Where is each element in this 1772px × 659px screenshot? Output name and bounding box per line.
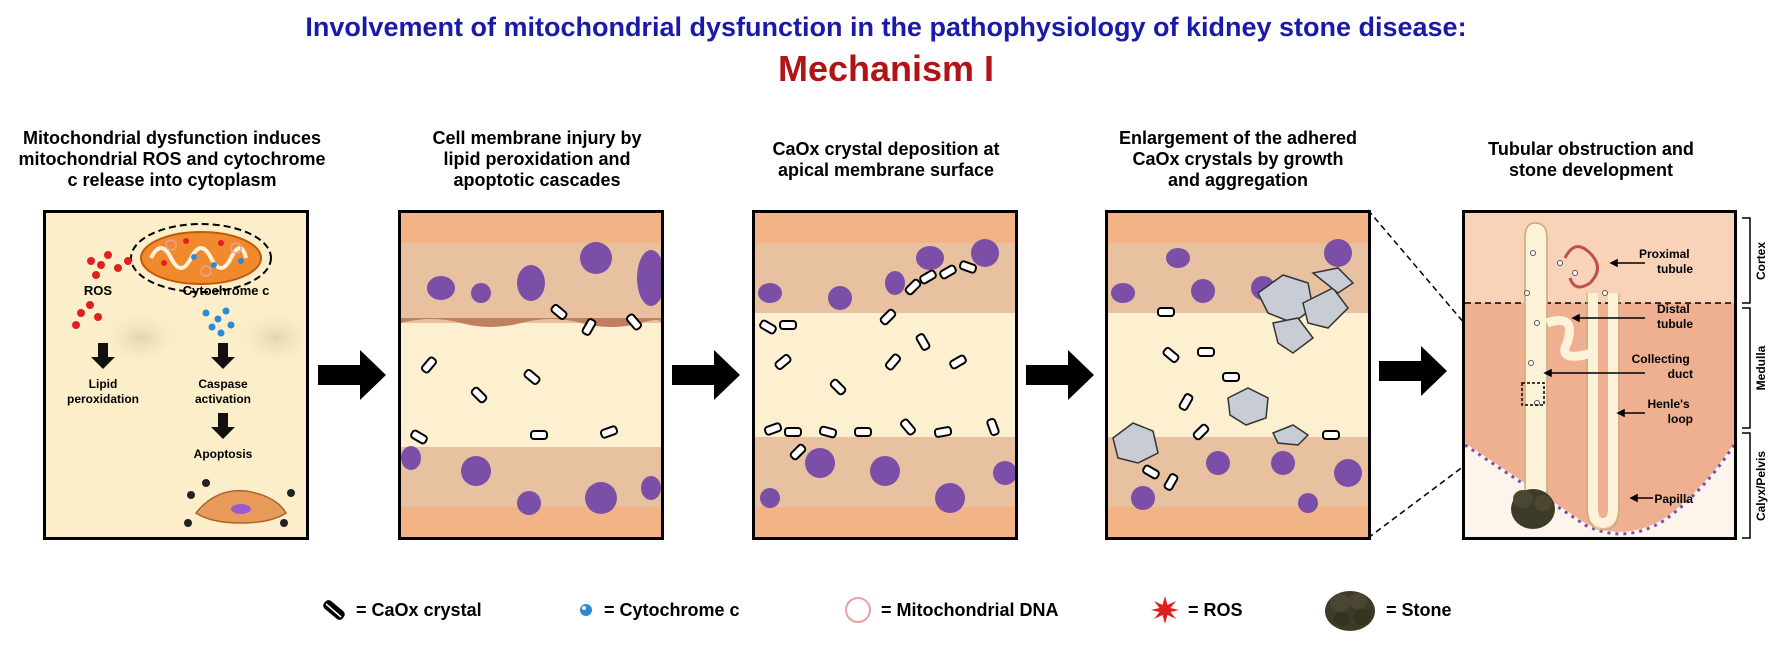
step-2-line-1: Cell membrane injury by (432, 128, 642, 148)
main-subtitle: Mechanism I (777, 48, 995, 89)
step-title-4: Enlargement of the adhered CaOx crystals… (1068, 128, 1408, 191)
diffusion-glow-right (236, 310, 306, 366)
cortex-region (1465, 213, 1734, 303)
papilla-edge (1465, 443, 1734, 536)
henle-loop (1588, 293, 1618, 529)
region-brackets: Cortex Medulla Calyx/Pelvis (1742, 217, 1768, 539)
cytochrome-label: Cytochrome c (183, 283, 270, 298)
legend-item-cytochrome: = Cytochrome c (576, 590, 740, 630)
legend: = CaOx crystal = Cytochrome c = Mitochon… (0, 590, 1772, 631)
step-2-line-2: lipid peroxidation and (443, 149, 631, 169)
step-title-1: Mitochondrial dysfunction induces mitoch… (7, 128, 337, 191)
distal-line-2: tubule (1657, 317, 1693, 331)
step-4-line-2: CaOx crystals by growth (1132, 149, 1344, 169)
step-4-line-3: and aggregation (1167, 170, 1308, 190)
collecting-line-1: Collecting (1632, 352, 1690, 366)
crystal-group (410, 304, 642, 445)
caspase-line-1: Caspase (198, 377, 248, 391)
zoom-box (1521, 382, 1545, 406)
caspase-line-2: activation (195, 392, 251, 406)
main-title: Involvement of mitochondrial dysfunction… (305, 12, 1467, 42)
legend-caox-label: = CaOx crystal (356, 599, 482, 620)
legend-ros-label: = ROS (1188, 599, 1243, 620)
calyx-pelvis-label: Calyx/Pelvis (1754, 451, 1768, 521)
papilla-label: Papilla (1654, 492, 1693, 506)
mitochondrion-icon (130, 223, 272, 293)
step-3-line-2: apical membrane surface (777, 160, 995, 180)
step-2-line-3: apoptotic cascades (453, 170, 621, 190)
henle-loop-outline (1586, 293, 1620, 531)
lipid-line-2: peroxidation (67, 392, 139, 406)
cytochrome-dots-icon (202, 307, 235, 337)
legend-item-caox: = CaOx crystal (318, 590, 482, 630)
step-title-5: Tubular obstruction and stone developmen… (1426, 139, 1756, 181)
arrow-down-lipid-icon (91, 343, 115, 369)
label-arrows (1543, 258, 1653, 503)
henle-label: Henle's loop (1647, 397, 1693, 426)
distal-tubule (1545, 316, 1594, 361)
arrow-right-3-icon (1026, 350, 1094, 400)
panel-membrane-injury (398, 210, 664, 540)
legend-stone-label: = Stone (1386, 599, 1452, 620)
mtdna-icon (845, 597, 871, 623)
tissue-top-3 (755, 213, 1015, 313)
lipid-line-1: Lipid (89, 377, 118, 391)
proximal-label: Proximal tubule (1639, 247, 1693, 276)
henle-line-1: Henle's (1647, 397, 1690, 411)
panel-nephron: Proximal tubule Distal tubule Collecting… (1462, 210, 1737, 540)
caox-crystal-icon (323, 600, 345, 620)
legend-mtdna-label: = Mitochondrial DNA (881, 599, 1059, 620)
cortex-label: Cortex (1754, 242, 1768, 280)
tissue-top (401, 213, 661, 327)
crystal-aggregate-top (1257, 267, 1355, 354)
crystal-group-3 (759, 260, 1000, 461)
diffusion-glow-left (101, 310, 181, 366)
legend-item-ros: = ROS (1150, 590, 1243, 630)
step-title-3: CaOx crystal deposition at apical membra… (716, 139, 1056, 181)
step-5-line-2: stone development (1508, 160, 1674, 180)
step-4-line-1: Enlargement of the adhered (1118, 128, 1358, 148)
panel-crystal-aggregation (1105, 210, 1371, 540)
proximal-line-1: Proximal (1639, 247, 1690, 261)
step-title-2: Cell membrane injury by lipid peroxidati… (367, 128, 707, 191)
stone-in-papilla-icon (1511, 489, 1555, 529)
apoptotic-cell-icon (184, 479, 295, 527)
crystal-group-4 (1142, 307, 1340, 491)
distal-line-1: Distal (1657, 302, 1690, 316)
tissue-bottom-4 (1108, 437, 1368, 537)
ros-icon (1151, 596, 1179, 624)
legend-cytochrome-label: = Cytochrome c (604, 599, 740, 620)
medulla-label: Medulla (1754, 345, 1768, 390)
collecting-line-2: duct (1668, 367, 1693, 381)
step-1-line-2: mitochondrial ROS and cytochrome (18, 149, 326, 169)
arrow-right-2-icon (672, 350, 740, 400)
crystal-aggregate-bottom (1112, 387, 1310, 464)
step-1-line-1: Mitochondrial dysfunction induces (22, 128, 321, 148)
distal-label: Distal tubule (1657, 302, 1693, 331)
henle-line-2: loop (1668, 412, 1693, 426)
panel-crystal-deposition (752, 210, 1018, 540)
step-1-line-3: c release into cytoplasm (67, 170, 277, 190)
cytochrome-icon (580, 604, 592, 616)
step-3-line-1: CaOx crystal deposition at (772, 139, 1000, 159)
arrow-right-4-icon (1379, 346, 1447, 396)
legend-item-stone: = Stone (1322, 590, 1452, 631)
proximal-tubule (1563, 245, 1599, 289)
ros-label: ROS (84, 283, 113, 298)
stone-icon (1325, 591, 1375, 631)
arrow-down-apoptosis-icon (211, 413, 235, 439)
arrow-right-1-icon (318, 350, 386, 400)
legend-item-mtdna: = Mitochondrial DNA (843, 590, 1059, 630)
step-5-line-1: Tubular obstruction and (1488, 139, 1694, 159)
arrow-down-caspase-icon (211, 343, 235, 369)
tissue-bottom (401, 446, 661, 537)
collecting-label: Collecting duct (1632, 352, 1693, 381)
proximal-line-2: tubule (1657, 262, 1693, 276)
apoptosis-label: Apoptosis (194, 447, 253, 461)
ros-cluster-icon (72, 251, 132, 329)
